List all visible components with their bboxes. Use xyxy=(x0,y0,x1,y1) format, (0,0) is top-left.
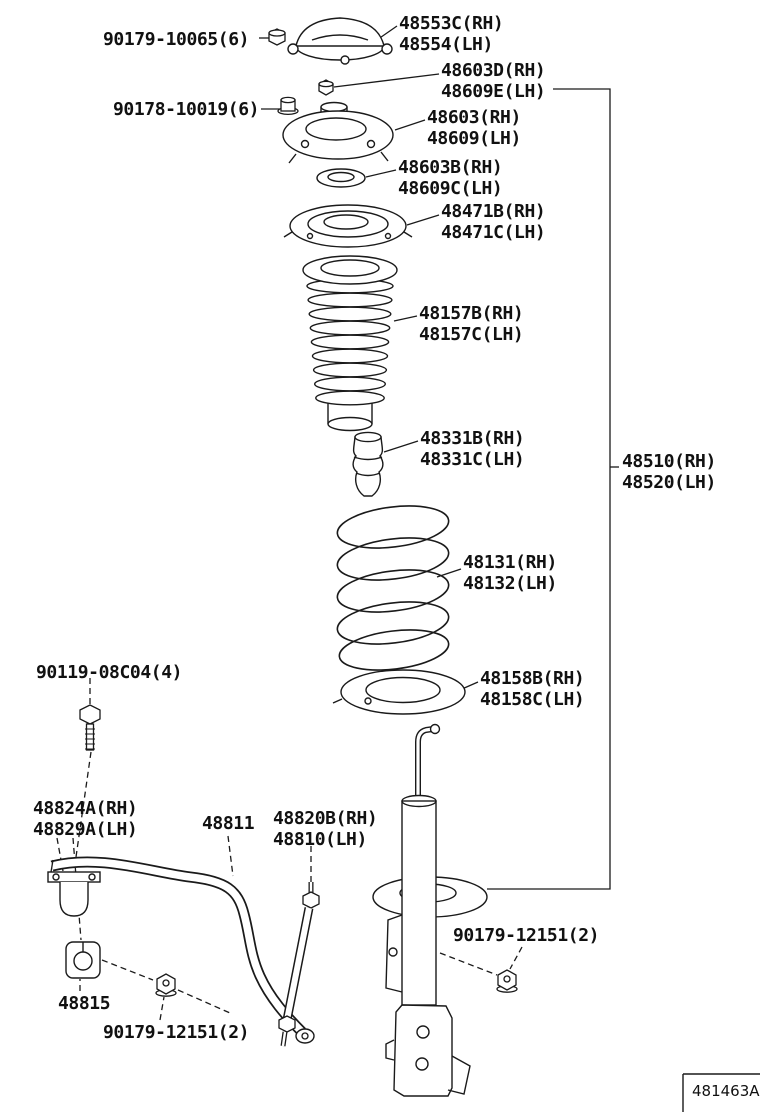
part-label-48158B: 48158B(RH) 48158C(LH) xyxy=(480,668,585,710)
stabilizer-bushing-drawing xyxy=(65,941,101,979)
stabilizer-link-drawing xyxy=(278,882,320,1047)
code-frame-lines xyxy=(682,1073,760,1112)
part-label-48603: 48603(RH) 48609(LH) xyxy=(427,107,521,149)
lower-spring-seat-drawing xyxy=(332,669,466,715)
nut-90179-10065-drawing xyxy=(268,28,286,46)
part-label-48131-spring: 48131(RH) 48132(LH) xyxy=(463,552,557,594)
part-label-48510-assembly: 48510(RH) 48520(LH) xyxy=(622,451,716,493)
part-label-48157B: 48157B(RH) 48157C(LH) xyxy=(419,303,524,345)
part-label-48603D: 48603D(RH) 48609E(LH) xyxy=(441,60,546,102)
leader-lines xyxy=(56,25,619,1021)
part-label-48331B: 48331B(RH) 48331C(LH) xyxy=(420,428,525,470)
part-label-90178-10019: 90178-10019(6) xyxy=(113,99,260,120)
part-label-48603B: 48603B(RH) 48609C(LH) xyxy=(398,157,503,199)
part-label-90179-12151-right: 90179-12151(2) xyxy=(453,925,600,946)
nut-48603D-drawing xyxy=(318,79,334,96)
stabilizer-bracket-drawing xyxy=(47,871,101,917)
bolt-90119-08C04-drawing xyxy=(79,704,101,751)
shock-absorber-strut-drawing xyxy=(372,723,488,1097)
part-label-90179-10065: 90179-10065(6) xyxy=(103,29,250,50)
part-label-48820B-link: 48820B(RH) 48810(LH) xyxy=(273,808,378,850)
spring-bumper-drawing xyxy=(352,431,384,497)
part-label-48471B: 48471B(RH) 48471C(LH) xyxy=(441,201,546,243)
part-label-48824A: 48824A(RH) 48829A(LH) xyxy=(33,798,138,840)
part-label-48815-bushing: 48815 xyxy=(58,993,111,1014)
coil-spring-drawing xyxy=(336,505,450,671)
stabilizer-bar-drawing xyxy=(50,856,315,1044)
part-label-48553C: 48553C(RH) 48554(LH) xyxy=(399,13,504,55)
bearing-drawing xyxy=(316,168,366,188)
upper-spring-seat-drawing xyxy=(283,204,413,248)
assembly-bracket-line xyxy=(487,88,611,890)
support-cap-drawing xyxy=(287,17,393,65)
nut-90179-12151-left-drawing xyxy=(155,973,177,997)
dust-cover-drawing xyxy=(302,255,398,432)
part-label-90119-08C04: 90119-08C04(4) xyxy=(36,662,183,683)
suspension-support-drawing xyxy=(282,101,394,164)
diagram-code: 481463A xyxy=(692,1082,760,1100)
part-label-48811-bar: 48811 xyxy=(202,813,255,834)
nut-90179-12151-right-drawing xyxy=(496,969,518,993)
part-label-90179-12151-bottom: 90179-12151(2) xyxy=(103,1022,250,1043)
nut-90178-10019-drawing xyxy=(277,96,299,116)
